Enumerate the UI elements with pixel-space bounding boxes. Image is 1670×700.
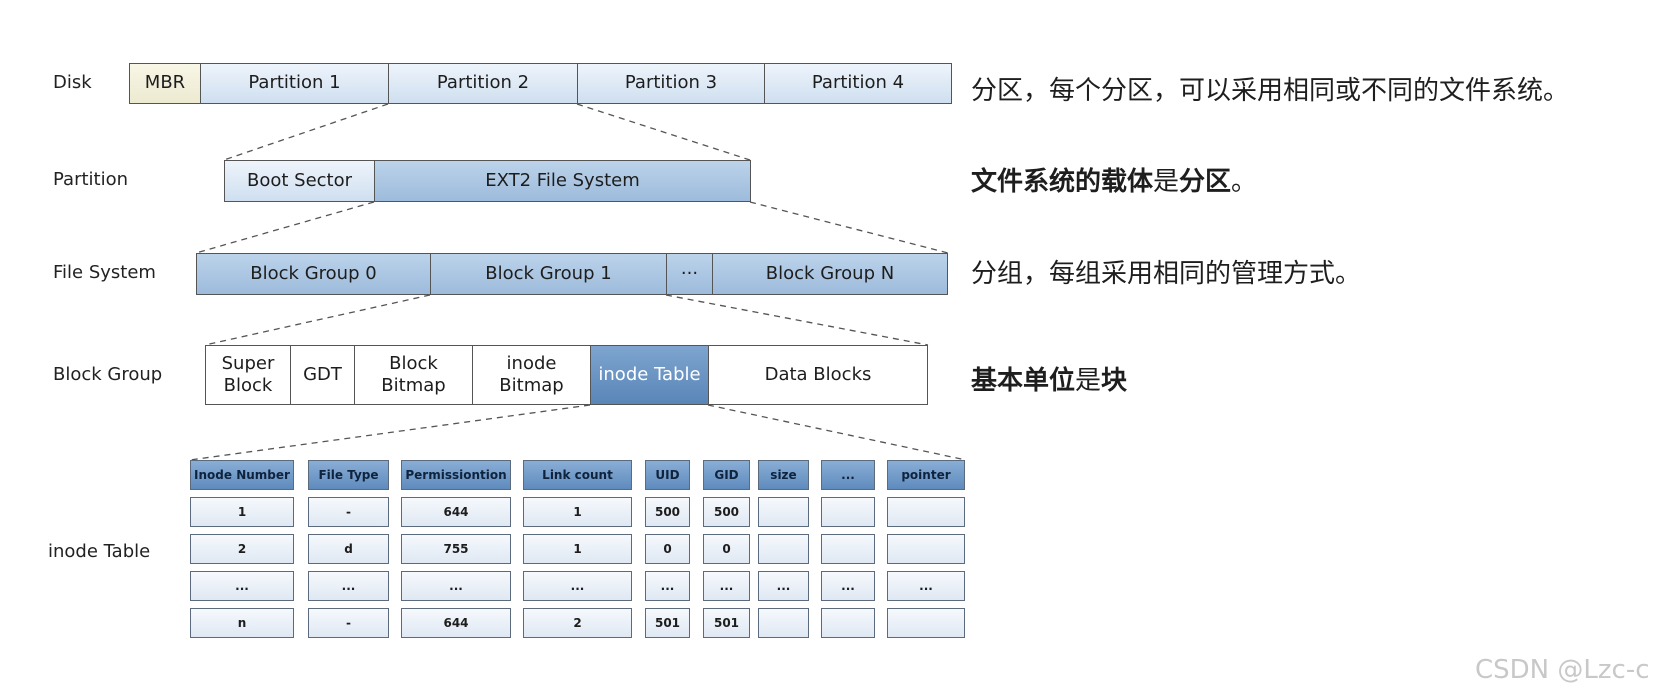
- row-label-disk: Disk: [53, 72, 92, 93]
- inode-table-cell: [887, 497, 965, 527]
- inode-table-header: Link count: [523, 460, 632, 490]
- inode-table-cell: 1: [190, 497, 294, 527]
- inode-table-header: UID: [645, 460, 690, 490]
- inode-table-cell: 0: [645, 534, 690, 564]
- inode-table-cell: ...: [758, 571, 809, 601]
- inode-table-cell: [758, 608, 809, 638]
- inode-table-cell: [887, 534, 965, 564]
- inode-table-cell: d: [308, 534, 389, 564]
- inode-table-cell: [821, 497, 875, 527]
- inode-table-header: pointer: [887, 460, 965, 490]
- connector-line: [223, 103, 389, 161]
- inode-table-cell: ...: [821, 571, 875, 601]
- inode-table-header: Inode Number: [190, 460, 294, 490]
- inode-table-cell: [821, 608, 875, 638]
- inode-table-header: ...: [821, 460, 875, 490]
- note-block-group: 基本单位是块: [971, 360, 1127, 397]
- inode-table-cell: 501: [703, 608, 750, 638]
- inode-table-cell: 644: [401, 497, 511, 527]
- disk-cell-partition-1: Partition 1: [200, 63, 389, 104]
- watermark: CSDN @Lzc-c: [1475, 655, 1650, 685]
- inode-table-cell: 2: [523, 608, 632, 638]
- inode-table-header: size: [758, 460, 809, 490]
- inode-table-cell: [758, 497, 809, 527]
- inode-table-cell: ...: [887, 571, 965, 601]
- note-disk: 分区，每个分区，可以采用相同或不同的文件系统。: [971, 76, 1570, 106]
- fs-cell-block-group-n: Block Group N: [712, 253, 948, 295]
- inode-table-cell: ...: [401, 571, 511, 601]
- inode-table-cell: 755: [401, 534, 511, 564]
- note-file-system: 分组，每组采用相同的管理方式。: [971, 259, 1362, 289]
- connector-line: [204, 294, 431, 346]
- inode-table-header: File Type: [308, 460, 389, 490]
- inode-table-cell: 501: [645, 608, 690, 638]
- bg-cell-data-blocks: Data Blocks: [708, 345, 928, 405]
- inode-table-cell: -: [308, 497, 389, 527]
- note-partition: 文件系统的载体是分区。: [971, 161, 1257, 198]
- inode-table-cell: 1: [523, 534, 632, 564]
- bg-cell-block-bitmap: Block Bitmap: [354, 345, 473, 405]
- note-partition-bold: 文件系统的载体: [971, 167, 1154, 197]
- inode-table-cell: ...: [703, 571, 750, 601]
- bg-cell-inode-bitmap: inode Bitmap: [472, 345, 591, 405]
- inode-table-cell: 500: [645, 497, 690, 527]
- inode-table-cell: 2: [190, 534, 294, 564]
- inode-table-header: Permissiontion: [401, 460, 511, 490]
- fs-cell-block-group-1: Block Group 1: [430, 253, 667, 295]
- inode-table-cell: 0: [703, 534, 750, 564]
- note-block-group-bold: 基本单位: [971, 366, 1076, 396]
- fs-cell-block-group-0: Block Group 0: [196, 253, 431, 295]
- disk-cell-partition-3: Partition 3: [577, 63, 765, 104]
- partition-cell-ext2-file-system: EXT2 File System: [374, 160, 751, 202]
- connector-line: [707, 404, 967, 461]
- inode-table-cell: 644: [401, 608, 511, 638]
- inode-table-cell: ...: [523, 571, 632, 601]
- bg-cell-gdt: GDT: [290, 345, 355, 405]
- inode-table-header: GID: [703, 460, 750, 490]
- connector-line: [576, 103, 751, 161]
- note-partition-bold-2: 分区: [1179, 167, 1232, 197]
- connector-line: [749, 201, 949, 254]
- bg-cell-inode-table: inode Table: [590, 345, 709, 405]
- inode-table-cell: -: [308, 608, 389, 638]
- note-partition-mid: 是: [1153, 167, 1180, 197]
- disk-cell-partition-4: Partition 4: [764, 63, 952, 104]
- row-label-file-system: File System: [53, 262, 156, 283]
- inode-table-cell: 500: [703, 497, 750, 527]
- disk-cell-partition-2: Partition 2: [388, 63, 578, 104]
- connector-line: [665, 294, 929, 346]
- note-block-group-bold-2: 块: [1101, 366, 1128, 396]
- note-partition-end: 。: [1231, 167, 1258, 197]
- disk-cell-mbr: MBR: [129, 63, 201, 104]
- row-label-inode-table: inode Table: [48, 541, 151, 562]
- inode-table-cell: [887, 608, 965, 638]
- inode-table-cell: ...: [308, 571, 389, 601]
- row-label-partition: Partition: [53, 169, 129, 190]
- inode-table-cell: ...: [190, 571, 294, 601]
- fs-cell-ellipsis: ···: [666, 253, 713, 295]
- inode-table-cell: [821, 534, 875, 564]
- note-block-group-mid: 是: [1075, 366, 1102, 396]
- row-label-block-group: Block Group: [53, 364, 163, 385]
- inode-table-cell: [758, 534, 809, 564]
- bg-cell-super-block: Super Block: [205, 345, 291, 405]
- partition-cell-boot-sector: Boot Sector: [224, 160, 375, 202]
- inode-table-cell: ...: [645, 571, 690, 601]
- inode-table-cell: n: [190, 608, 294, 638]
- inode-table-cell: 1: [523, 497, 632, 527]
- connector-line: [195, 201, 375, 254]
- connector-line: [189, 404, 591, 461]
